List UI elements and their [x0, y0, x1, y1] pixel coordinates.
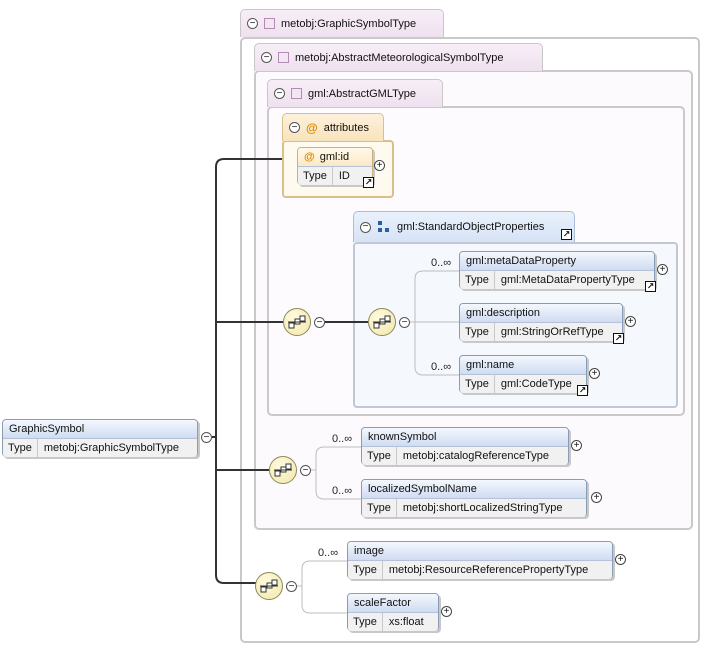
sequence-glyph-icon — [373, 315, 391, 329]
type-label: Type — [460, 271, 495, 289]
sequence-compositor-icon[interactable] — [255, 572, 283, 600]
type-label: Type — [348, 561, 383, 579]
expand-icon[interactable]: + — [615, 554, 626, 565]
expand-icon[interactable]: + — [591, 492, 602, 503]
at-sign-icon: @ — [306, 120, 318, 135]
cardinality: 0..∞ — [332, 485, 353, 497]
element-name: image — [348, 542, 612, 561]
element-gml-name[interactable]: gml:name Type gml:CodeType — [459, 355, 587, 393]
attribute-name: gml:id — [319, 151, 350, 163]
element-localized-symbol-name[interactable]: localizedSymbolName Type metobj:shortLoca… — [361, 479, 587, 517]
type-value: ID — [338, 170, 350, 182]
expand-icon[interactable]: + — [374, 160, 385, 171]
group-header[interactable]: − gml:StandardObjectProperties — [353, 211, 575, 242]
complex-type-icon — [264, 18, 275, 29]
expand-icon[interactable]: + — [657, 264, 668, 275]
abstract-met-symbol-type-header[interactable]: − metobj:AbstractMeteorologicalSymbolTyp… — [254, 43, 543, 71]
element-name: gml:metaDataProperty — [460, 252, 654, 271]
type-label: Type — [348, 613, 383, 631]
type-value: metobj:ResourceReferencePropertyType — [388, 564, 589, 576]
cardinality: 0..∞ — [431, 361, 452, 373]
element-image[interactable]: image Type metobj:ResourceReferenceProper… — [347, 541, 613, 579]
expand-icon[interactable]: + — [441, 606, 452, 617]
reference-arrow-icon[interactable]: ↗ — [577, 385, 588, 396]
sequence-glyph-icon — [288, 315, 306, 329]
root-element-graphic-symbol[interactable]: GraphicSymbol Type metobj:GraphicSymbolTy… — [2, 419, 198, 457]
element-name: knownSymbol — [362, 428, 568, 447]
element-name: localizedSymbolName — [362, 480, 586, 499]
attribute-gml-id[interactable]: @ gml:id Type ID — [297, 147, 373, 185]
group-name: gml:StandardObjectProperties — [397, 221, 545, 233]
cardinality: 0..∞ — [431, 257, 452, 269]
collapse-icon[interactable]: − — [360, 221, 371, 233]
element-name: gml:description — [460, 304, 622, 323]
type-name: metobj:GraphicSymbolType — [281, 17, 417, 30]
graphic-symbol-type-header[interactable]: − metobj:GraphicSymbolType — [240, 9, 444, 37]
collapse-icon[interactable]: − — [399, 317, 410, 328]
sequence-glyph-icon — [274, 463, 292, 477]
type-label: Type — [362, 499, 397, 517]
collapse-icon[interactable]: − — [286, 581, 297, 592]
collapse-icon[interactable]: − — [274, 88, 285, 99]
reference-arrow-icon[interactable]: ↗ — [561, 229, 572, 240]
reference-arrow-icon[interactable]: ↗ — [613, 333, 624, 344]
type-label: Type — [298, 167, 333, 185]
collapse-icon[interactable]: − — [247, 18, 258, 29]
sequence-glyph-icon — [260, 579, 278, 593]
element-name: GraphicSymbol — [3, 420, 197, 439]
group-icon — [378, 221, 389, 232]
sequence-compositor-icon[interactable] — [283, 308, 311, 336]
element-gml-description[interactable]: gml:description Type gml:StringOrRefType — [459, 303, 623, 341]
type-value: gml:MetaDataPropertyType — [500, 274, 635, 286]
type-name: metobj:AbstractMeteorologicalSymbolType — [295, 51, 504, 64]
collapse-icon[interactable]: − — [314, 317, 325, 328]
element-name: scaleFactor — [348, 594, 438, 613]
element-gml-metadataproperty[interactable]: gml:metaDataProperty Type gml:MetaDataPro… — [459, 251, 655, 289]
type-value: metobj:catalogReferenceType — [402, 450, 550, 462]
type-value: gml:CodeType — [500, 378, 572, 390]
collapse-icon[interactable]: − — [300, 465, 311, 476]
reference-arrow-icon[interactable]: ↗ — [363, 177, 374, 188]
collapse-icon[interactable]: − — [201, 432, 212, 443]
type-value: xs:float — [388, 616, 424, 628]
type-value: gml:StringOrRefType — [500, 326, 604, 338]
element-name: gml:name — [460, 356, 586, 375]
type-value: metobj:shortLocalizedStringType — [402, 502, 563, 514]
collapse-icon[interactable]: − — [261, 52, 272, 63]
type-label: Type — [362, 447, 397, 465]
element-scale-factor[interactable]: scaleFactor Type xs:float — [347, 593, 439, 631]
attributes-header[interactable]: − @ attributes — [282, 113, 384, 141]
expand-icon[interactable]: + — [571, 440, 582, 451]
type-value: metobj:GraphicSymbolType — [43, 442, 179, 454]
complex-type-icon — [291, 88, 302, 99]
type-label: Type — [460, 323, 495, 341]
attributes-title: attributes — [323, 121, 369, 134]
expand-icon[interactable]: + — [589, 368, 600, 379]
expand-icon[interactable]: + — [625, 316, 636, 327]
at-sign-icon: @ — [304, 151, 315, 163]
complex-type-icon — [278, 52, 289, 63]
element-known-symbol[interactable]: knownSymbol Type metobj:catalogReferenceT… — [361, 427, 569, 465]
type-label: Type — [460, 375, 495, 393]
collapse-icon[interactable]: − — [289, 122, 300, 133]
sequence-compositor-icon[interactable] — [269, 456, 297, 484]
cardinality: 0..∞ — [332, 433, 353, 445]
reference-arrow-icon[interactable]: ↗ — [645, 281, 656, 292]
abstract-gml-type-header[interactable]: − gml:AbstractGMLType — [267, 79, 443, 107]
type-name: gml:AbstractGMLType — [308, 87, 416, 100]
sequence-compositor-icon[interactable] — [368, 308, 396, 336]
cardinality: 0..∞ — [318, 547, 339, 559]
type-label: Type — [3, 439, 38, 457]
